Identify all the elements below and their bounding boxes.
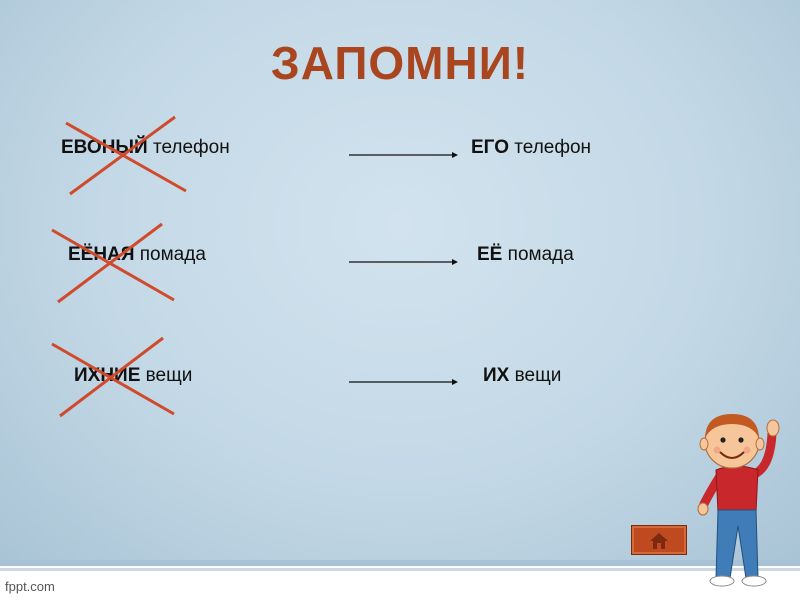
correct-word-1: ЕГО bbox=[471, 137, 509, 158]
home-icon bbox=[650, 533, 668, 549]
cartoon-boy-illustration bbox=[697, 414, 780, 587]
correct-phrase-3: ИХ вещи bbox=[483, 365, 561, 387]
home-button[interactable] bbox=[631, 525, 687, 555]
arrow-right-icon bbox=[349, 152, 458, 158]
correct-rest-2: помада bbox=[502, 244, 574, 265]
correct-word-3: ИХ bbox=[483, 365, 510, 386]
page-title: ЗАПОМНИ! bbox=[270, 37, 530, 89]
correct-phrase-1: ЕГО телефон bbox=[471, 137, 591, 159]
cross-out-icon bbox=[51, 222, 175, 304]
wrong-rest-2: помада bbox=[134, 244, 206, 265]
wrong-rest-1: телефон bbox=[147, 137, 230, 158]
footer-stripe bbox=[0, 568, 800, 571]
wrong-rest-3: вещи bbox=[140, 365, 193, 386]
footer-stripe bbox=[0, 560, 800, 566]
correct-rest-1: телефон bbox=[508, 137, 592, 158]
correct-word-2: ЕЁ bbox=[477, 244, 503, 265]
slide-background: ЗАПОМНИ! ЕВОНЫЙ телефон ЕГО телефон ЕЁНА… bbox=[0, 0, 800, 560]
watermark: fppt.com bbox=[5, 579, 55, 594]
correct-phrase-2: ЕЁ помада bbox=[477, 244, 574, 266]
cross-out-icon bbox=[65, 115, 187, 196]
cross-out-icon bbox=[51, 336, 175, 418]
footer-bar bbox=[0, 571, 800, 600]
arrow-right-icon bbox=[349, 259, 458, 265]
arrow-right-icon bbox=[349, 379, 458, 385]
correct-rest-3: вещи bbox=[509, 365, 562, 386]
